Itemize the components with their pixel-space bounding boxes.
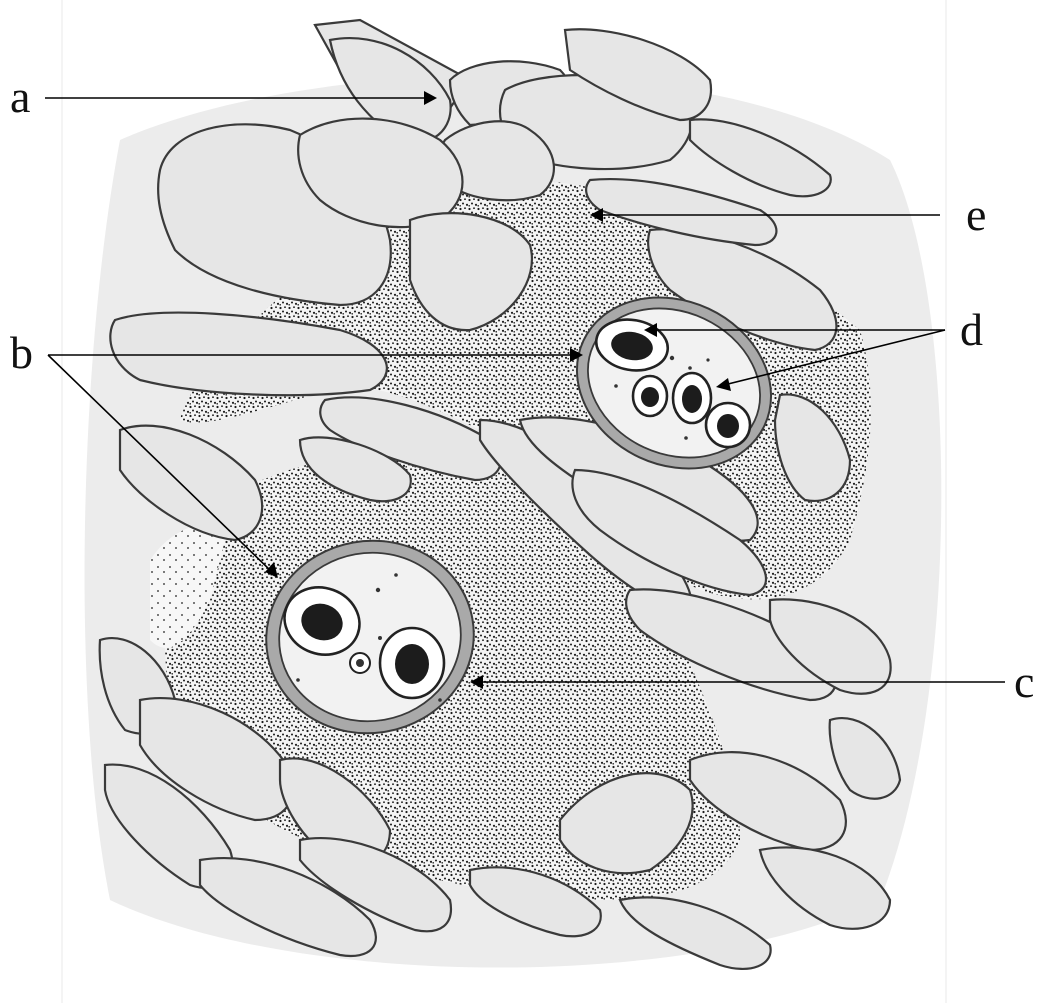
label-b: b	[10, 327, 33, 378]
label-d: d	[960, 304, 983, 355]
vessel-lumen	[717, 414, 739, 438]
label-a: a	[10, 71, 30, 122]
vessel-lumen	[641, 387, 659, 407]
label-c: c	[1014, 656, 1034, 707]
vessel-lumen	[395, 644, 429, 684]
vessel-lumen	[682, 385, 702, 413]
label-e: e	[966, 189, 986, 240]
